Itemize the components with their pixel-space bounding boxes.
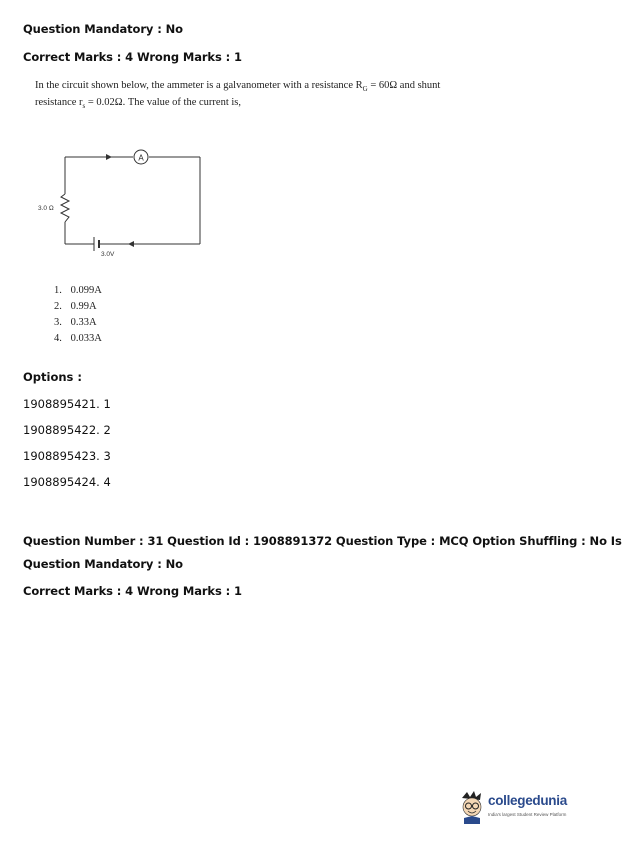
next-question-header: Question Number : 31 Question Id : 19088… bbox=[23, 534, 622, 548]
option-item: 1908895421. 1 bbox=[23, 397, 111, 411]
next-question-mandatory: Question Mandatory : No bbox=[23, 557, 183, 571]
option-item: 1908895422. 2 bbox=[23, 423, 111, 437]
list-item: 2. 0.99A bbox=[54, 301, 97, 312]
options-title: Options : bbox=[23, 370, 82, 384]
battery-label: 3.0V bbox=[101, 251, 115, 258]
list-item: 3. 0.33A bbox=[54, 317, 97, 328]
next-marks-info: Correct Marks : 4 Wrong Marks : 1 bbox=[23, 584, 242, 598]
list-item: 1. 0.099A bbox=[54, 285, 102, 296]
marks-info: Correct Marks : 4 Wrong Marks : 1 bbox=[23, 50, 242, 64]
option-item: 1908895424. 4 bbox=[23, 475, 111, 489]
circuit-diagram: A 3.0 Ω 3.0V bbox=[38, 149, 201, 258]
question-mandatory: Question Mandatory : No bbox=[23, 22, 183, 36]
mascot-icon bbox=[462, 791, 482, 824]
ammeter-symbol: A bbox=[138, 154, 144, 163]
list-item: 4. 0.033A bbox=[54, 333, 102, 344]
resistor-icon bbox=[59, 193, 71, 223]
arrow-left-icon bbox=[128, 241, 134, 247]
answer-choices: 1. 0.099A 2. 0.99A 3. 0.33A 4. 0.033A bbox=[54, 283, 102, 347]
resistor-label: 3.0 Ω bbox=[38, 205, 54, 212]
ammeter-icon bbox=[133, 149, 149, 165]
arrow-right-icon bbox=[106, 154, 112, 160]
collegedunia-logo: collegedunia India's largest Student Rev… bbox=[458, 790, 578, 826]
question-text: In the circuit shown below, the ammeter … bbox=[35, 80, 441, 111]
option-item: 1908895423. 3 bbox=[23, 449, 111, 463]
